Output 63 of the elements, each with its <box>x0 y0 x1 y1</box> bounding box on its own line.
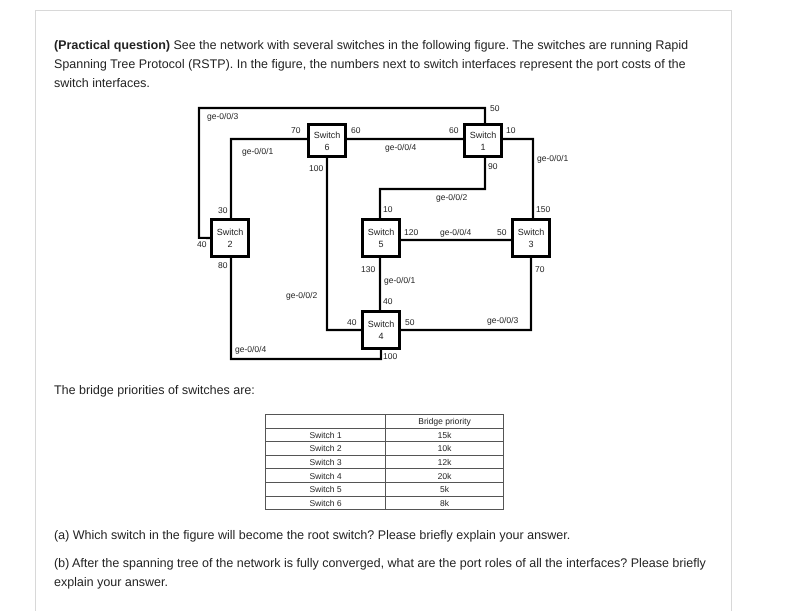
interface-label: ge-0/0/2 <box>286 290 318 300</box>
question-text: (a) Which switch in the figure will become the root switch? Please briefly explain your answer. <box>54 527 570 544</box>
interface-label: ge-0/0/3 <box>207 111 238 121</box>
port-cost: 90 <box>488 161 498 171</box>
connection-line <box>378 258 382 310</box>
port-cost: 40 <box>197 239 206 249</box>
interface-label: ge-0/0/1 <box>242 146 274 156</box>
table-cell: Switch 4 <box>266 468 386 482</box>
port-cost: 120 <box>404 227 418 237</box>
interface-label: ge-0/0/2 <box>436 192 468 202</box>
table-cell: 15k <box>386 428 504 442</box>
port-cost: 60 <box>351 125 360 135</box>
port-cost: 40 <box>347 317 356 327</box>
connection-line <box>198 106 486 240</box>
table-cell: 8k <box>386 496 504 510</box>
connection-line <box>401 238 511 242</box>
port-cost: 50 <box>497 227 506 237</box>
switch-box: Switch 4 <box>361 310 401 350</box>
table-cell: Switch 1 <box>266 428 386 442</box>
interface-label: ge-0/0/3 <box>487 315 518 325</box>
connection-line <box>378 158 486 218</box>
table-cell: 20k <box>386 468 504 482</box>
connection-line <box>347 138 463 140</box>
interface-label: ge-0/0/1 <box>384 275 416 285</box>
port-cost: 10 <box>383 204 392 214</box>
question-text: (Practical question) See the network with several switches in the following figure. The switches are running Rapid Spanning Tree Protocol (RSTP). In the figure, the numbers next to switch interfaces represent the port costs of the switch interfaces. <box>54 37 690 92</box>
port-cost: 40 <box>383 296 392 306</box>
connection-line <box>401 258 532 332</box>
connection-line <box>326 158 361 332</box>
table-cell: Bridge priority <box>386 414 504 428</box>
body-text: The bridge priorities of switches are: <box>54 382 255 399</box>
port-cost: 80 <box>218 260 228 270</box>
switch-box: Switch 2 <box>210 218 250 258</box>
port-cost: 50 <box>490 103 500 113</box>
port-cost: 50 <box>405 317 414 327</box>
port-cost: 130 <box>361 264 376 274</box>
interface-label: ge-0/0/4 <box>385 142 416 152</box>
port-cost: 70 <box>291 125 300 135</box>
table-cell: 10k <box>386 442 504 456</box>
port-cost: 10 <box>506 125 516 135</box>
port-cost: 30 <box>218 205 228 215</box>
switch-box: Switch 6 <box>307 123 347 158</box>
port-cost: 100 <box>383 351 398 361</box>
port-cost: 100 <box>309 163 324 173</box>
interface-label: ge-0/0/4 <box>235 344 266 354</box>
switch-box: Switch 3 <box>511 218 551 258</box>
table-cell: 5k <box>386 482 504 496</box>
connection-line <box>503 138 534 218</box>
port-cost: 60 <box>449 125 458 135</box>
table-cell: 12k <box>386 455 504 469</box>
connection-line <box>230 258 382 360</box>
port-cost: 150 <box>536 204 550 214</box>
switch-box: Switch 5 <box>361 218 401 258</box>
port-cost: 70 <box>535 264 544 274</box>
table-cell: Switch 2 <box>266 442 386 456</box>
switch-box: Switch 1 <box>463 123 503 158</box>
question-text: (b) After the spanning tree of the network is fully converged, what are the port roles of all the interfaces? Please briefly explain your answer. <box>54 555 707 591</box>
table-cell: Switch 6 <box>266 496 386 510</box>
interface-label: ge-0/0/1 <box>537 153 568 163</box>
table-cell: Switch 3 <box>266 455 386 469</box>
table-cell: Switch 5 <box>266 482 386 496</box>
interface-label: ge-0/0/4 <box>440 227 472 237</box>
connection-line <box>230 138 307 218</box>
